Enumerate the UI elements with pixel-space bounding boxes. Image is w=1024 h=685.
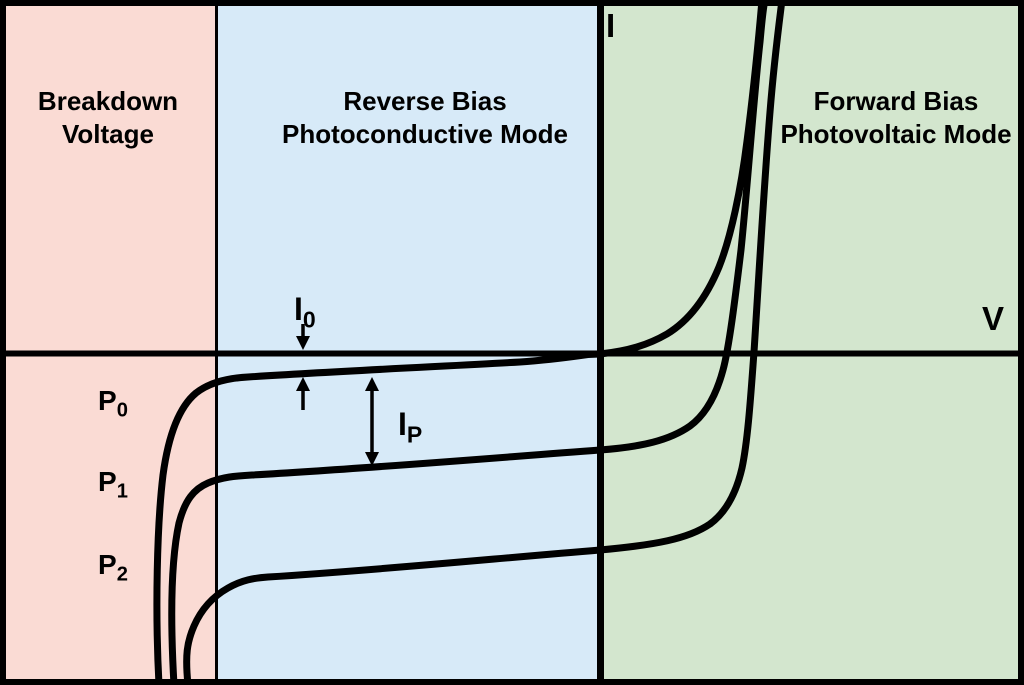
forward-bias-label-line2: Photovoltaic Mode <box>780 119 1012 149</box>
reverse-bias-label-line2: Photoconductive Mode <box>282 119 568 149</box>
current-axis-label: I <box>606 7 616 44</box>
dark-current-arrows <box>296 324 310 410</box>
voltage-axis-label: V <box>982 300 1005 337</box>
breakdown-label-line1: Breakdown <box>37 86 179 116</box>
photocurrent-label-main: I <box>398 406 407 442</box>
photocurrent-arrow <box>365 377 379 466</box>
forward-bias-region-label: Forward Bias Photovoltaic Mode <box>780 85 1011 151</box>
forward-bias-region <box>600 0 1024 685</box>
curve-p0-label-sub: 0 <box>116 399 128 422</box>
photocurrent-label: IP <box>398 406 422 446</box>
reverse-bias-region <box>217 0 600 685</box>
breakdown-region <box>0 0 217 685</box>
curve-p1-label-main: P <box>98 466 117 497</box>
reverse-bias-label-line1: Reverse Bias <box>343 86 507 116</box>
curve-p0-label-main: P <box>98 385 117 416</box>
curve-p2-label-main: P <box>98 549 117 580</box>
reverse-bias-region-label: Reverse Bias Photoconductive Mode <box>282 85 568 151</box>
curve-p0-label: P0 <box>98 385 128 421</box>
dark-current-label: I0 <box>294 291 316 331</box>
curve-p2 <box>183 0 786 685</box>
photocurrent-label-sub: P <box>406 421 423 448</box>
breakdown-label-line2: Voltage <box>62 119 154 149</box>
curve-p1-label-sub: 1 <box>116 480 128 503</box>
curve-p0 <box>153 0 766 685</box>
curve-p1 <box>168 0 769 685</box>
curve-p1-label: P1 <box>98 466 128 502</box>
curve-p2-label-sub: 2 <box>116 563 128 586</box>
curve-p2-label: P2 <box>98 549 128 585</box>
dark-current-label-main: I <box>294 291 303 327</box>
breakdown-region-label: Breakdown Voltage <box>38 85 178 151</box>
forward-bias-label-line1: Forward Bias <box>813 86 979 116</box>
dark-current-label-sub: 0 <box>302 306 316 333</box>
